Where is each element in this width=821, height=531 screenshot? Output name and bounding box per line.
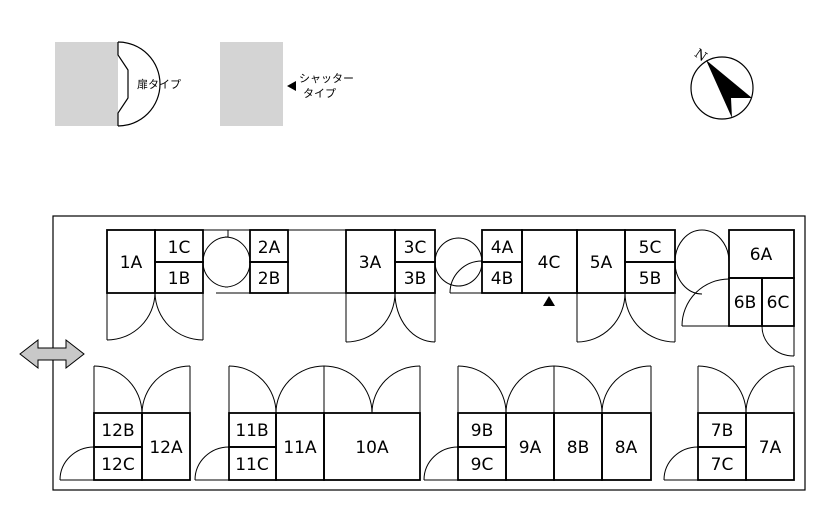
label-7C: 7C: [711, 455, 734, 475]
label-2B: 2B: [258, 269, 280, 289]
unit-7A: [745, 412, 795, 481]
label-12C: 12C: [101, 455, 135, 475]
compass-circle: [690, 56, 754, 120]
label-5C: 5C: [639, 238, 662, 258]
label-4B: 4B: [491, 269, 513, 289]
top-row-thin-walls: [203, 229, 346, 294]
label-9A: 9A: [519, 438, 542, 458]
legend-shutter-type-label-1: シャッター: [299, 72, 354, 85]
unit-8A: [601, 412, 652, 481]
label-3C: 3C: [404, 238, 427, 258]
label-11B: 11B: [235, 421, 268, 441]
bottom-row-door-swings: [59, 365, 795, 481]
bottom-row: [93, 412, 795, 481]
top-row-door-swings: [106, 229, 795, 357]
unit-5B: [624, 261, 676, 294]
unit-6C: [761, 277, 795, 327]
label-5B: 5B: [639, 269, 661, 289]
legend: 扉タイプ シャッター タイプ: [55, 41, 354, 127]
unit-4C-shutter-marker-icon: [543, 296, 555, 306]
label-1B: 1B: [168, 269, 190, 289]
label-12A: 12A: [149, 438, 183, 458]
unit-1B: [154, 261, 204, 294]
label-11C: 11C: [235, 455, 269, 475]
unit-3B: [394, 261, 436, 294]
legend-door-type-block: [55, 42, 118, 126]
label-4A: 4A: [491, 238, 514, 258]
label-8A: 8A: [615, 438, 638, 458]
label-7A: 7A: [759, 438, 782, 458]
label-4C: 4C: [538, 253, 561, 273]
legend-shutter-type-block: [220, 42, 283, 126]
label-11A: 11A: [283, 438, 317, 458]
label-3A: 3A: [359, 253, 382, 273]
legend-door-type-label: 扉タイプ: [137, 78, 181, 91]
label-6C: 6C: [767, 293, 790, 313]
legend-door-swing-icon: [117, 41, 161, 127]
label-3B: 3B: [404, 269, 426, 289]
compass-arrow-icon: [706, 60, 752, 118]
label-12B: 12B: [101, 421, 134, 441]
label-8B: 8B: [567, 438, 589, 458]
label-6A: 6A: [750, 245, 773, 265]
unit-labels: 1A 1C 1B 2A 2B 3A 3C 3B 4A 4B 4C 5A 5C 5…: [101, 238, 789, 475]
label-1A: 1A: [120, 253, 143, 273]
top-row: [106, 229, 795, 327]
label-10A: 10A: [355, 438, 389, 458]
label-1C: 1C: [168, 238, 191, 258]
unit-12A: [141, 412, 191, 481]
compass: N: [690, 46, 754, 120]
shutter-arrow-icon: [287, 81, 296, 91]
legend-shutter-type-label-2: タイプ: [303, 87, 336, 100]
label-5A: 5A: [590, 253, 613, 273]
label-2A: 2A: [258, 238, 281, 258]
entrance-double-arrow-icon: [19, 338, 85, 370]
label-9C: 9C: [471, 455, 494, 475]
unit-2B: [249, 261, 289, 294]
legend-door-hinge-lines: [117, 42, 129, 126]
label-6B: 6B: [734, 293, 756, 313]
compass-north-label: N: [691, 46, 709, 65]
label-9B: 9B: [471, 421, 493, 441]
label-7B: 7B: [711, 421, 733, 441]
